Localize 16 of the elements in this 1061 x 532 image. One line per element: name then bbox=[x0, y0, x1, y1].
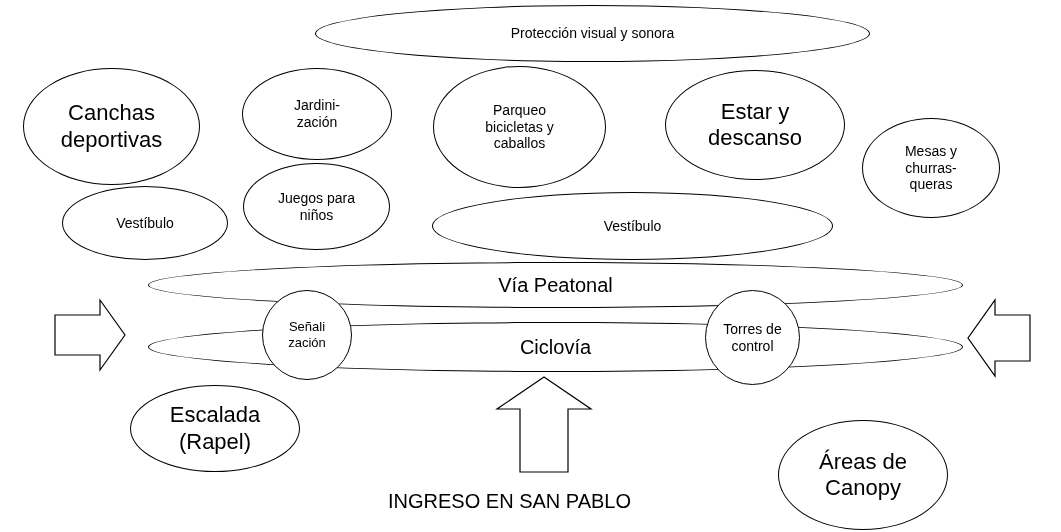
zone-label: Vía Peatonal bbox=[498, 273, 613, 297]
zone-label: Estar y descanso bbox=[706, 98, 804, 152]
zone-label: Protección visual y sonora bbox=[510, 25, 675, 42]
zone-label: Ciclovía bbox=[519, 335, 592, 359]
zone-label: Escalada (Rapel) bbox=[168, 402, 262, 455]
zone-label: Juegos para niños bbox=[276, 189, 357, 224]
zone-label: Señalización bbox=[287, 319, 327, 351]
entrance-label: INGRESO EN SAN PABLO bbox=[388, 490, 632, 513]
zone-label: Vestíbulo bbox=[116, 214, 174, 232]
zone-label: Torres de control bbox=[722, 320, 783, 355]
zone-label: Vestíbulo bbox=[603, 217, 662, 235]
zone-label: Parqueo bicicletas y caballos bbox=[484, 101, 555, 153]
zone-label: Áreas de Canopy bbox=[817, 448, 909, 502]
zone-label: Canchas deportivas bbox=[59, 100, 164, 153]
zone-label: Mesas y churras- queras bbox=[903, 142, 959, 194]
zone-label: Jardini- zación bbox=[293, 97, 341, 131]
